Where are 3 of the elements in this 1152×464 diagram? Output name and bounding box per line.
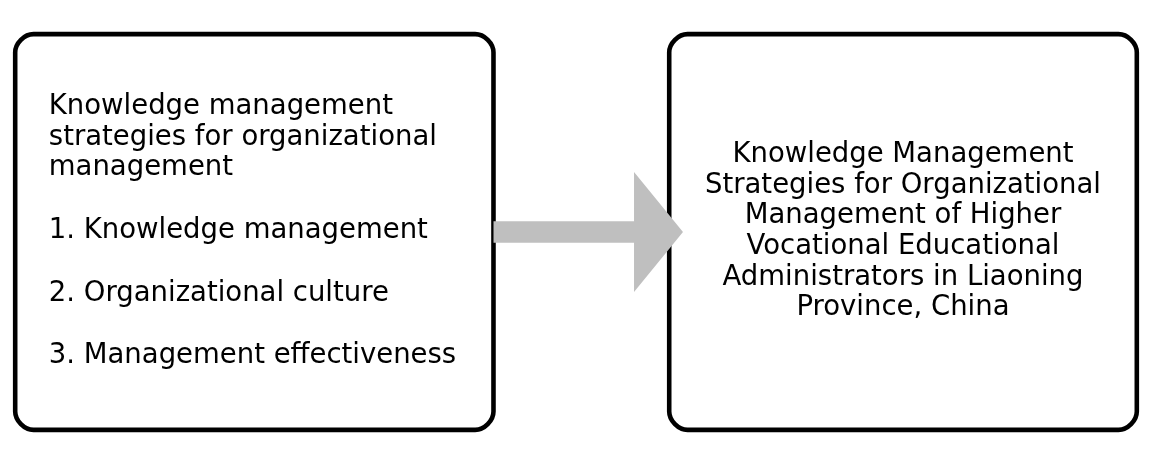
node-box: Knowledge Management Strategies for Organizational Management of Higher Vocational Educational Administrators in Liaoning Province, China	[666, 31, 1140, 433]
arrow	[493, 172, 683, 292]
node-box: Knowledge management strategies for organizational management 1. Knowledge management 2. Organizational culture 3. Management effectiveness	[12, 31, 496, 433]
